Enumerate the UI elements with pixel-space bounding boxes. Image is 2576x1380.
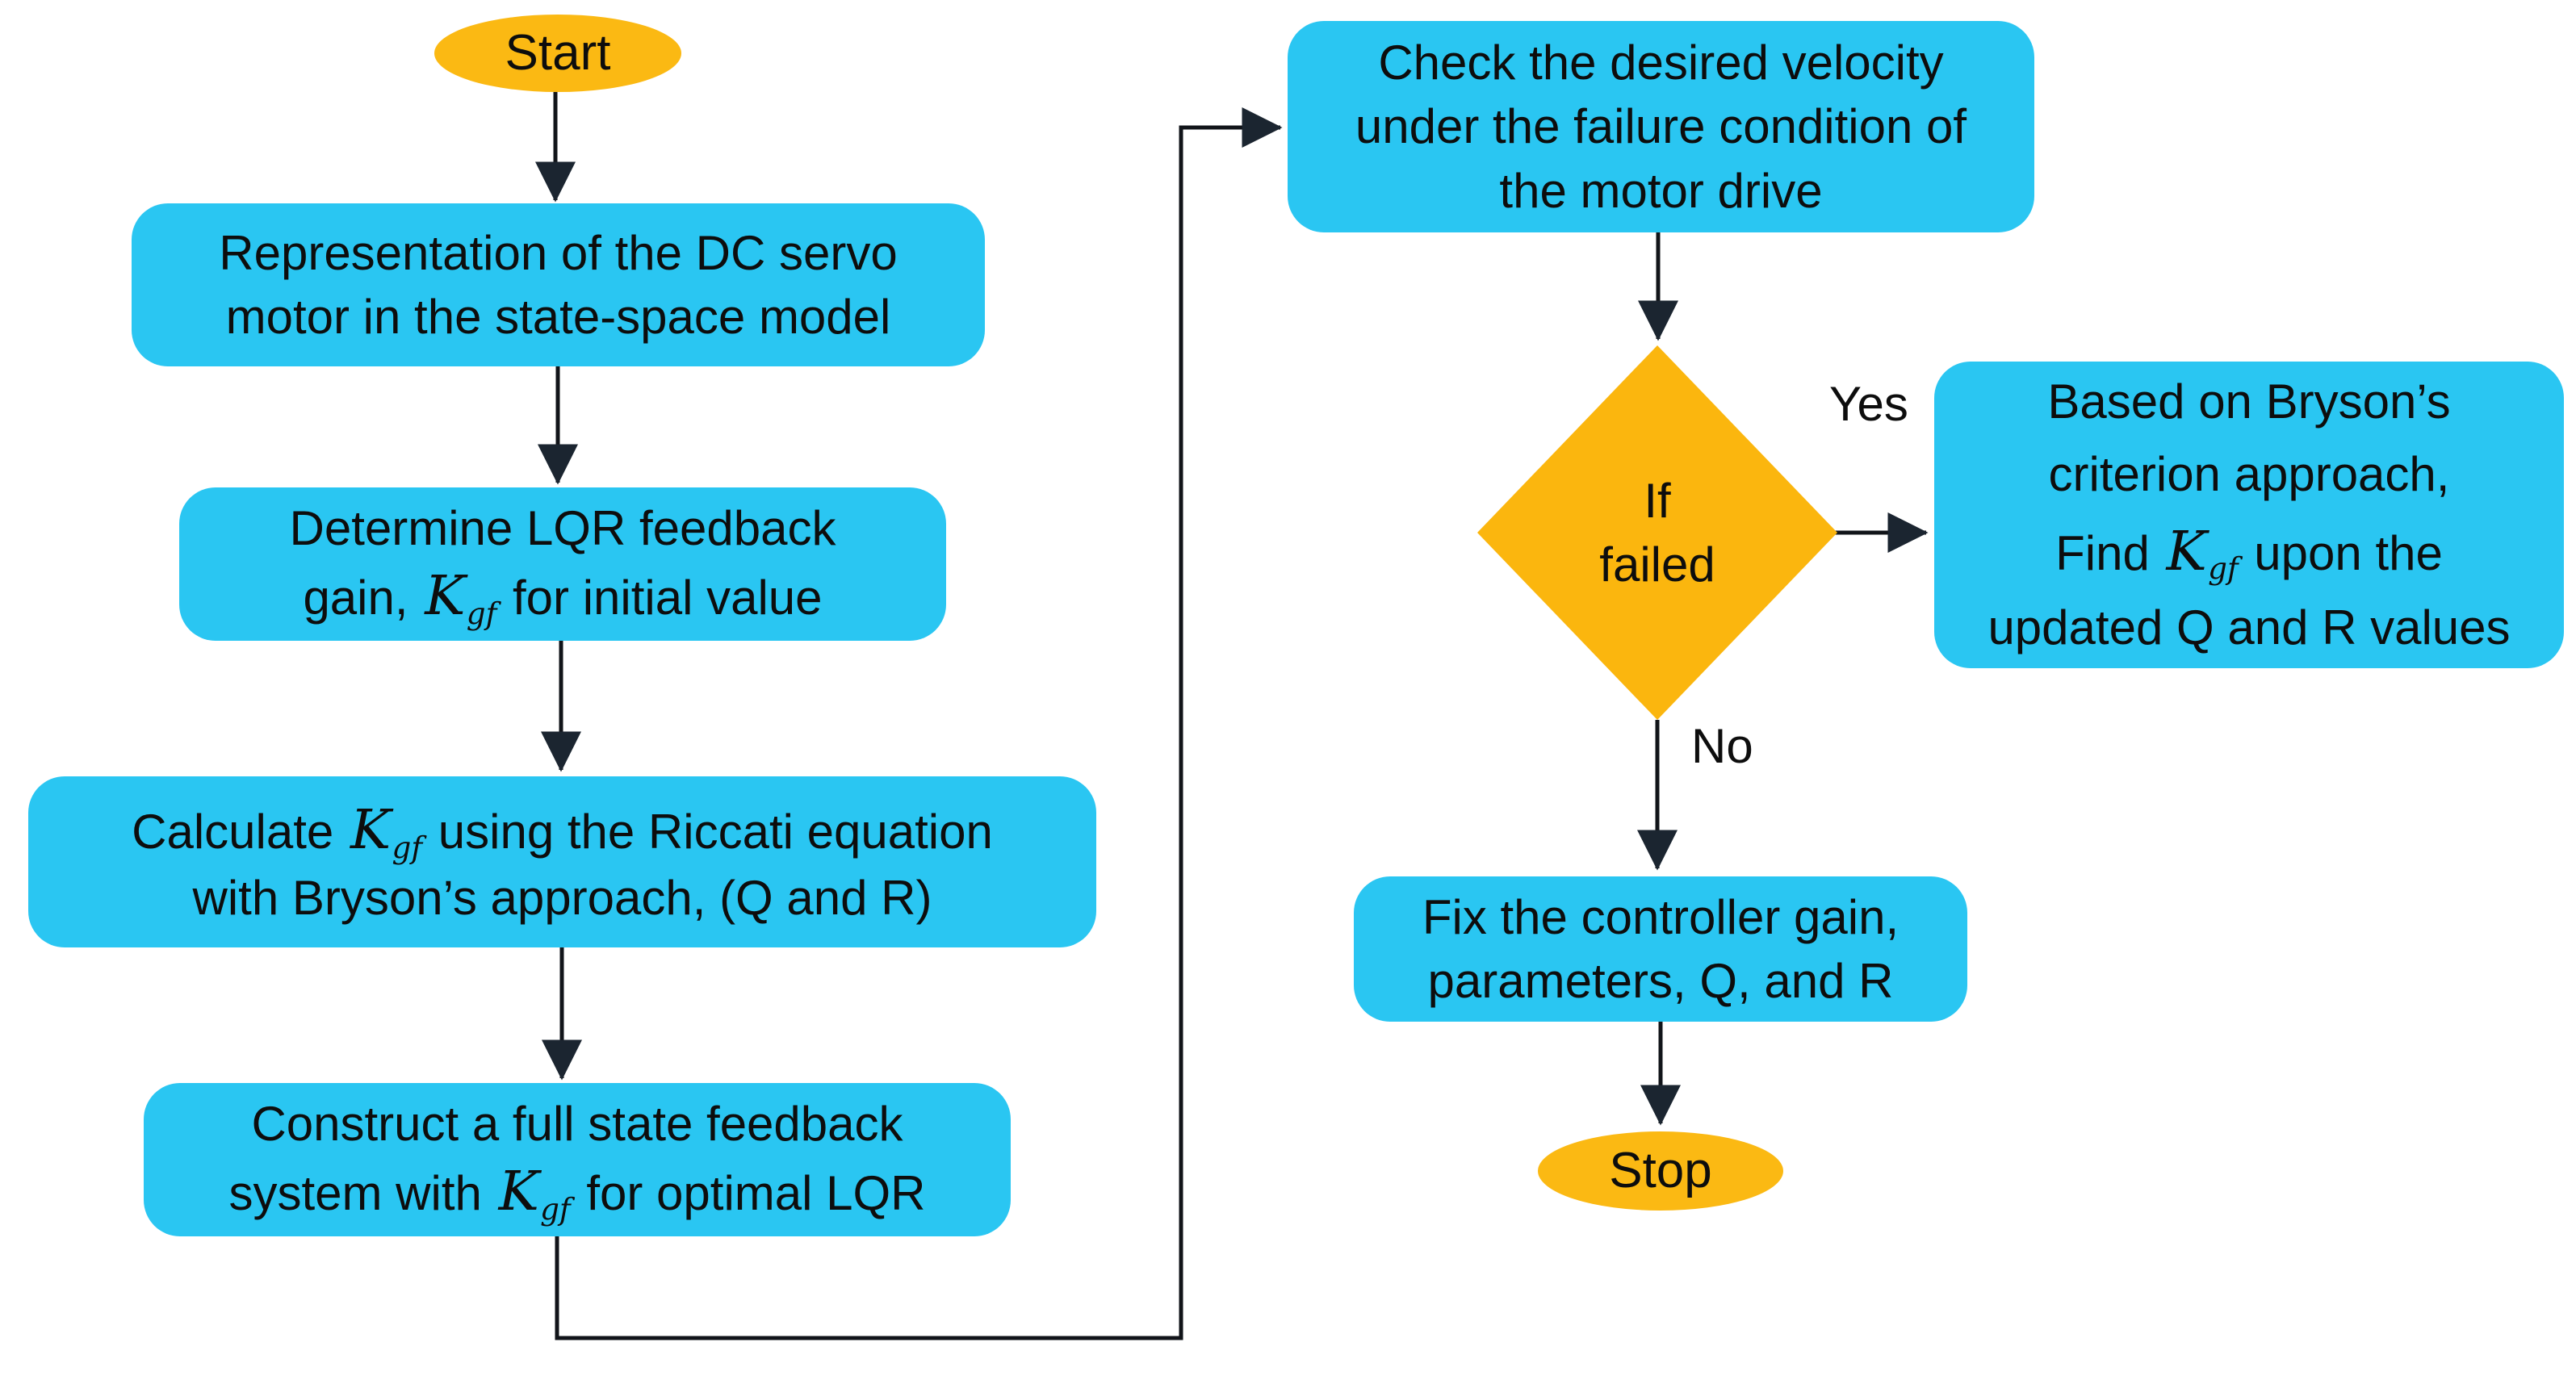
stop-label: Stop — [1609, 1143, 1712, 1199]
edge-label-no: No — [1691, 719, 1753, 773]
process-calculate-kgf: Calculate Kgf using the Riccati equation… — [28, 776, 1096, 947]
edge-label-yes: Yes — [1829, 377, 1908, 431]
process-calculate-kgf-label: Calculate Kgf using the Riccati equation… — [132, 798, 993, 925]
start-terminator: Start — [434, 15, 681, 92]
start-label: Start — [505, 25, 611, 82]
process-fix-gain: Fix the controller gain,parameters, Q, a… — [1354, 876, 1967, 1022]
connector-construct-to-check-loop — [555, 107, 1283, 1340]
process-fix-gain-label: Fix the controller gain,parameters, Q, a… — [1422, 889, 1900, 1008]
stop-terminator: Stop — [1538, 1131, 1783, 1211]
